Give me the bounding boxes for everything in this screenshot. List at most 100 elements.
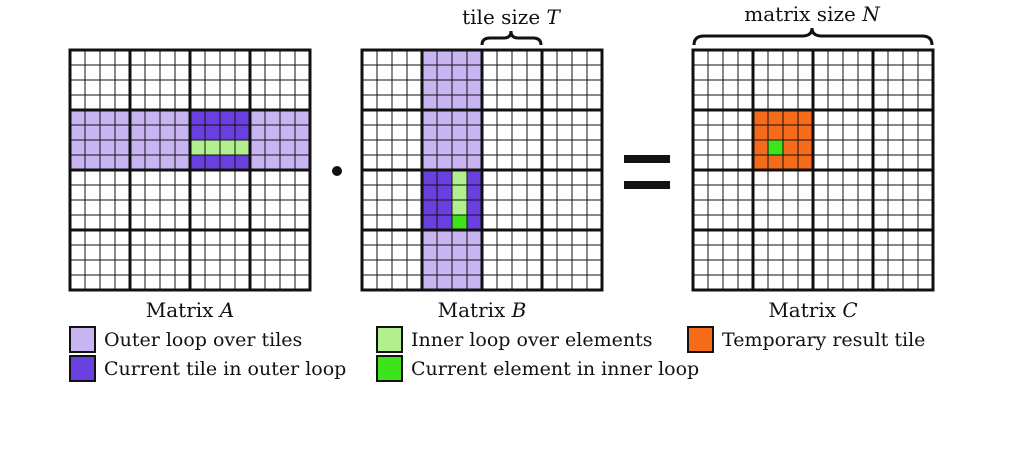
matrix-cell-highlight (70, 125, 86, 141)
matrix-cell-highlight (753, 140, 769, 156)
matrix-cell-highlight (115, 140, 131, 156)
matrix-cell-highlight (265, 110, 281, 126)
matrix-cell-highlight (235, 140, 251, 156)
matrix-c (691, 48, 935, 292)
matrix-cell-highlight (220, 110, 236, 126)
matrix-cell-highlight (280, 155, 296, 171)
matrix-cell-highlight (295, 155, 311, 171)
matrix-cell-highlight (452, 95, 468, 111)
matrix-cell-highlight (437, 185, 453, 201)
matrix-cell-highlight (295, 110, 311, 126)
legend: Outer loop over tiles Current tile in ou… (69, 326, 925, 382)
matrix-cell-highlight (85, 125, 101, 141)
matrix-cell-highlight (295, 140, 311, 156)
matrix-cell-highlight (85, 155, 101, 171)
matrix-cell-highlight (220, 155, 236, 171)
legend-label-current-element: Current element in inner loop (411, 358, 699, 380)
matrix-cell-highlight (437, 140, 453, 156)
matrix-cell-highlight (130, 110, 146, 126)
matrix-cell-highlight (437, 50, 453, 66)
matrix-cell-highlight (768, 140, 784, 156)
matrix-cell-highlight (422, 185, 438, 201)
matrix-cell-highlight (422, 170, 438, 186)
matrix-cell-highlight (70, 155, 86, 171)
matrix-cell-highlight (467, 275, 483, 291)
matrix-cell-highlight (437, 95, 453, 111)
matrix-cell-highlight (437, 80, 453, 96)
matrix-cell-highlight (452, 260, 468, 276)
matrix-cell-highlight (115, 110, 131, 126)
matrix-cell-highlight (467, 260, 483, 276)
matrix-cell-highlight (422, 245, 438, 261)
matrix-cell-highlight (467, 65, 483, 81)
matrix-cell-highlight (265, 140, 281, 156)
matrix-cell-highlight (160, 125, 176, 141)
matrix-cell-highlight (205, 155, 221, 171)
matrix-cell-highlight (753, 110, 769, 126)
matrix-b-caption: Matrix B (438, 298, 527, 322)
legend-label-current-tile: Current tile in outer loop (104, 358, 346, 380)
matrix-cell-highlight (220, 140, 236, 156)
legend-swatch-inner-loop (376, 326, 403, 353)
matrix-cell-highlight (190, 155, 206, 171)
matrix-cell-highlight (452, 50, 468, 66)
legend-item-current-element: Current element in inner loop (376, 355, 699, 382)
matrix-cell-highlight (783, 140, 799, 156)
matrix-cell-highlight (160, 140, 176, 156)
matrix-cell-highlight (422, 80, 438, 96)
matrix-cell-highlight (467, 95, 483, 111)
legend-item-current-tile: Current tile in outer loop (69, 355, 346, 382)
legend-swatch-outer-loop (69, 326, 96, 353)
matrix-cell-highlight (250, 155, 266, 171)
matrix-cell-highlight (160, 155, 176, 171)
matrix-cell-highlight (145, 140, 161, 156)
matrix-cell-highlight (85, 140, 101, 156)
matrix-cell-highlight (205, 125, 221, 141)
matrix-cell-highlight (437, 215, 453, 231)
legend-label-outer-loop: Outer loop over tiles (104, 329, 302, 351)
matrix-cell-highlight (467, 110, 483, 126)
matrix-cell-highlight (280, 140, 296, 156)
matrix-cell-highlight (422, 50, 438, 66)
legend-swatch-result-tile (687, 326, 714, 353)
matrix-cell-highlight (768, 155, 784, 171)
matrix-cell-highlight (467, 170, 483, 186)
matrix-cell-highlight (422, 125, 438, 141)
legend-item-result-tile: Temporary result tile (687, 326, 925, 353)
matrix-cell-highlight (70, 110, 86, 126)
equals-sign (624, 155, 670, 189)
matrix-cell-highlight (100, 125, 116, 141)
matrix-cell-highlight (190, 125, 206, 141)
matrix-c-caption: Matrix C (768, 298, 857, 322)
matrix-cell-highlight (783, 155, 799, 171)
matrix-cell-highlight (452, 140, 468, 156)
matrix-cell-highlight (753, 155, 769, 171)
matrix-cell-highlight (422, 110, 438, 126)
matrix-cell-highlight (452, 215, 468, 231)
matrix-cell-highlight (100, 140, 116, 156)
matrix-cell-highlight (452, 275, 468, 291)
matrix-cell-highlight (437, 200, 453, 216)
matrix-cell-highlight (467, 80, 483, 96)
matrix-cell-highlight (70, 140, 86, 156)
matrix-cell-highlight (437, 260, 453, 276)
matrix-cell-highlight (467, 230, 483, 246)
matrix-cell-highlight (467, 245, 483, 261)
matrix-cell-highlight (422, 200, 438, 216)
matrix-cell-highlight (753, 125, 769, 141)
matrix-b (360, 48, 604, 292)
matrix-cell-highlight (437, 170, 453, 186)
matrix-cell-highlight (130, 155, 146, 171)
legend-label-inner-loop: Inner loop over elements (411, 329, 653, 351)
matrix-cell-highlight (115, 125, 131, 141)
matrix-cell-highlight (265, 155, 281, 171)
matrix-cell-highlight (422, 95, 438, 111)
matrix-cell-highlight (280, 110, 296, 126)
matrix-cell-highlight (250, 140, 266, 156)
matrix-cell-highlight (467, 50, 483, 66)
matrix-cell-highlight (160, 110, 176, 126)
matrix-cell-highlight (798, 155, 814, 171)
matrix-cell-highlight (145, 155, 161, 171)
matrix-a-caption: Matrix A (146, 298, 235, 322)
